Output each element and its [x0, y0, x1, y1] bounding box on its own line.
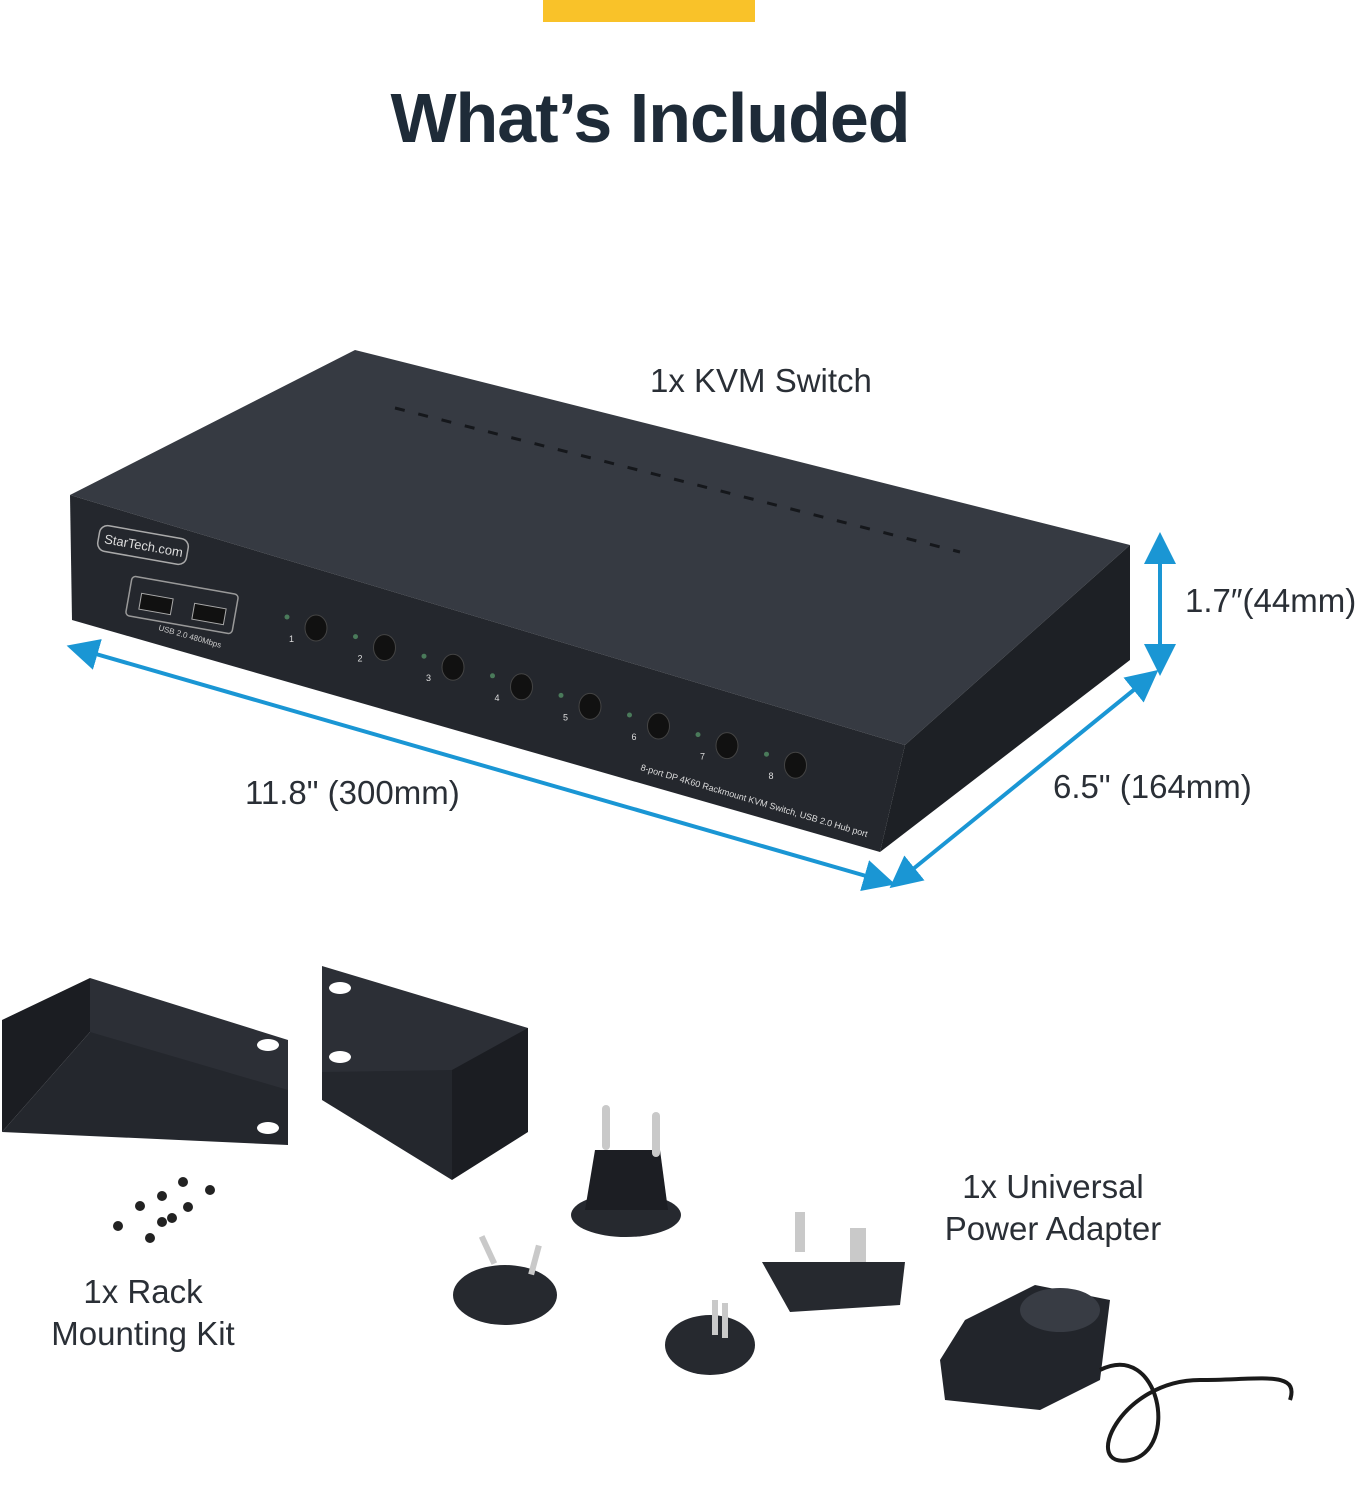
depth-label: 6.5" (164mm) — [1053, 768, 1252, 805]
kvm-switch-label: 1x KVM Switch — [650, 362, 872, 399]
port-led-6 — [627, 712, 632, 718]
port-select-button-5[interactable] — [578, 692, 602, 720]
rack-kit-label-line2: Mounting Kit — [51, 1315, 235, 1352]
au-plug-adapter — [453, 1235, 557, 1325]
rack-bracket-right — [322, 966, 528, 1180]
port-led-1 — [284, 614, 290, 620]
usb-port-group — [125, 575, 239, 635]
port-number-5: 5 — [563, 712, 568, 722]
power-adapter-label-line2: Power Adapter — [944, 1210, 1162, 1247]
port-select-button-3[interactable] — [441, 653, 465, 681]
usb-port — [191, 602, 227, 626]
port-led-3 — [421, 653, 427, 659]
port-number-3: 3 — [426, 673, 431, 683]
power-adapter-label: 1x Universal Power Adapter — [923, 1166, 1183, 1250]
width-dimension-arrow — [66, 639, 896, 891]
rack-kit-label: 1x Rack Mounting Kit — [13, 1271, 273, 1355]
port-number-8: 8 — [769, 771, 774, 781]
port-select-button-4[interactable] — [510, 673, 533, 701]
width-label: 11.8" (300mm) — [245, 774, 460, 811]
usb-port — [138, 592, 174, 616]
power-adapter-label-line1: 1x Universal — [962, 1168, 1144, 1205]
us-plug-adapter — [665, 1300, 755, 1375]
port-select-button-1[interactable] — [304, 614, 328, 642]
port-select-button-2[interactable] — [373, 634, 396, 662]
height-label: 1.7″(44mm) — [1185, 582, 1357, 619]
port-select-button-6[interactable] — [647, 712, 670, 740]
port-led-5 — [558, 692, 564, 698]
port-led-7 — [695, 732, 701, 738]
brand-logo — [96, 524, 190, 566]
vent-slots — [394, 406, 961, 554]
port-number-1: 1 — [289, 634, 294, 644]
port-number-2: 2 — [358, 654, 363, 664]
screws — [113, 1177, 215, 1243]
rack-bracket-left — [2, 978, 288, 1145]
rack-kit-label-line1: 1x Rack — [83, 1273, 203, 1310]
eu-plug-adapter — [571, 1105, 681, 1237]
port-led-2 — [353, 634, 358, 640]
port-select-button-8[interactable] — [784, 751, 807, 779]
power-adapter-unit — [940, 1285, 1294, 1463]
uk-plug-adapter — [762, 1212, 905, 1312]
accent-bar — [543, 0, 755, 22]
port-led-8 — [764, 751, 769, 757]
port-led-4 — [490, 673, 495, 679]
page-title: What’s Included — [390, 79, 910, 157]
depth-dimension-arrow — [889, 669, 1159, 889]
port-number-4: 4 — [495, 693, 500, 703]
port-number-7: 7 — [700, 752, 705, 762]
port-number-6: 6 — [632, 732, 637, 742]
port-select-button-7[interactable] — [715, 732, 739, 760]
